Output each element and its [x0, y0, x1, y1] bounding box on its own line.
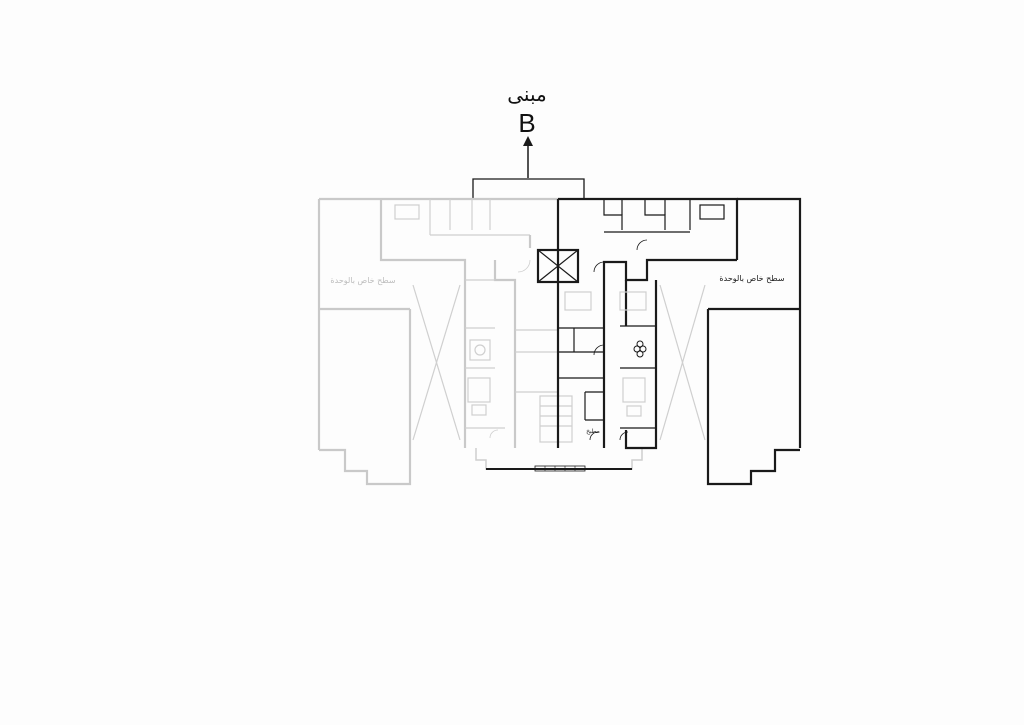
building-letter-label: B — [518, 108, 535, 138]
entrance-canopy — [472, 178, 585, 199]
central-interior-faded — [489, 259, 647, 439]
bottom-entrance — [475, 448, 643, 472]
small-room-label: مطبخ — [586, 428, 600, 435]
entrance-arrow — [523, 136, 533, 178]
plant-symbol — [633, 340, 647, 358]
building-name-label: مبنى — [507, 82, 546, 106]
terrace-right-label: سطح خاص بالوحدة — [719, 274, 784, 283]
terrace-left-label: سطح خاص بالوحدة — [330, 276, 395, 285]
unit-right-highlight: سطح خاص بالوحدة مطبخ — [536, 197, 802, 486]
unit-left-faded: سطح خاص بالوحدة — [317, 197, 573, 486]
